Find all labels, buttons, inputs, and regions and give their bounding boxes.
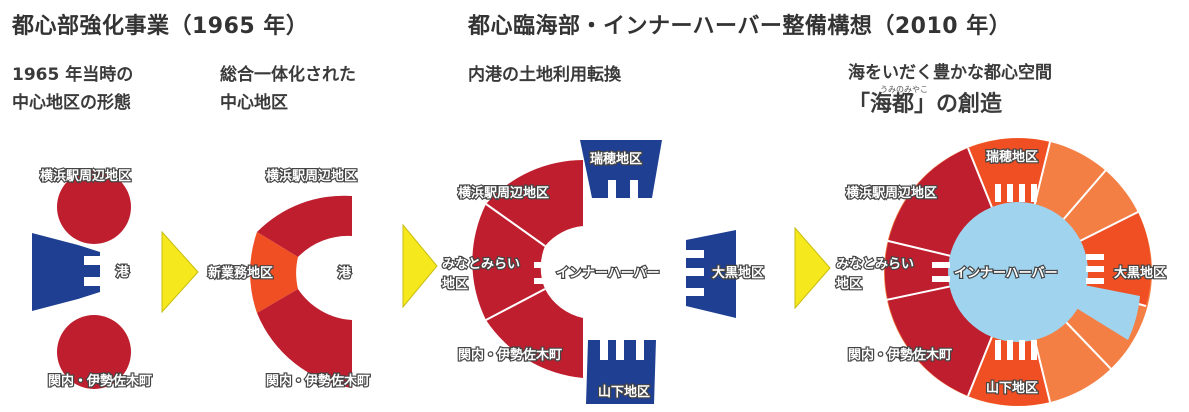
integrated-yokohama-label: 横浜駅周辺地区	[266, 168, 357, 184]
p3-minatomirai-label-1: みなとみらい	[442, 257, 520, 272]
yokohama-station-circle	[57, 170, 131, 244]
kaito-kannai-label: 関内・伊勢佐木町	[848, 347, 952, 363]
panel4-ruby: うみのみやこ	[880, 85, 928, 94]
pier-1	[301, 258, 319, 266]
panel-kaito: 瑞穂地区 横浜駅周辺地区 みなとみらい 地区 インナーハーバー 大黒地区 関内・…	[835, 138, 1167, 406]
integrated-yokohama-segment	[257, 195, 352, 257]
new-business-label: 新業務地区	[208, 265, 273, 281]
yamashita-shape	[586, 340, 656, 404]
kaito-minatomirai-label-2: 地区	[836, 276, 862, 292]
p3-inner-harbor-label: インナーハーバー	[556, 266, 660, 281]
kaito-daikoku-label: 大黒地区	[1114, 265, 1166, 281]
p3-minatomirai-label-2: 地区	[442, 276, 468, 292]
p3-yokohama-segment	[486, 160, 583, 246]
arrow-3	[794, 226, 831, 310]
kaito-inner-harbor	[948, 202, 1088, 342]
p3-kannai-label: 関内・伊勢佐木町	[458, 347, 562, 363]
port-label: 港	[116, 264, 130, 280]
arrow-1	[161, 230, 199, 314]
arrow-2	[402, 223, 438, 309]
panel-integrated-center: 横浜駅周辺地区 新業務地区 港 関内・伊勢佐木町	[207, 167, 371, 390]
kaito-minatomirai-label-1: みなとみらい	[836, 257, 914, 272]
panel2-subtitle-line1: 総合一体化された	[220, 65, 356, 85]
kannai-circle	[57, 315, 131, 389]
panel-inner-port-conversion: 瑞穂地区 横浜駅周辺地区 みなとみらい 地区 インナーハーバー 大黒地区 関内・…	[441, 140, 765, 404]
daikoku-label: 大黒地区	[712, 265, 764, 281]
title-1965: 都心部強化事業（1965 年）	[12, 14, 309, 39]
kaito-yokohama-label: 横浜駅周辺地区	[846, 185, 937, 201]
p3-pier-2	[534, 278, 552, 284]
kannai-label: 関内・伊勢佐木町	[48, 373, 152, 389]
yokohama-station-label: 横浜駅周辺地区	[40, 168, 131, 184]
port-shape	[32, 233, 100, 311]
kaito-piers	[932, 184, 1104, 360]
new-business-segment	[250, 232, 298, 313]
integrated-kannai-segment	[257, 289, 352, 388]
p3-kannai-segment	[486, 289, 583, 378]
mizuho-label: 瑞穂地区	[590, 151, 642, 167]
pier-2	[301, 278, 319, 286]
p3-yokohama-label: 横浜駅周辺地区	[458, 185, 549, 201]
integrated-port-label: 港	[338, 265, 352, 281]
panel4-subtitle-line1: 海をいだく豊かな都心空間	[848, 63, 1052, 83]
p3-pier-1	[534, 262, 552, 268]
panel1-subtitle-line2: 中心地区の形態	[12, 93, 131, 113]
title-2010: 都心臨海部・インナーハーバー整備構想（2010 年）	[468, 14, 1012, 39]
panel1-subtitle-line1: 1965 年当時の	[12, 65, 134, 85]
p3-minatomirai-segment	[472, 204, 545, 320]
integrated-kannai-label: 関内・伊勢佐木町	[266, 373, 370, 389]
mizuho-shape	[580, 140, 662, 198]
panel3-subtitle: 内港の土地利用転換	[468, 65, 621, 85]
panel2-subtitle-line2: 中心地区	[220, 93, 288, 113]
panel4-subtitle-line2: 「海都」の創造	[848, 92, 1003, 117]
panel-1965-form: 港 横浜駅周辺地区 関内・伊勢佐木町	[32, 167, 153, 390]
yamashita-label: 山下地区	[598, 384, 650, 400]
kaito-yamashita-label: 山下地区	[986, 380, 1038, 396]
kaito-inner-harbor-label: インナーハーバー	[954, 266, 1058, 281]
kaito-mizuho-label: 瑞穂地区	[986, 149, 1038, 165]
daikoku-shape	[686, 230, 736, 318]
